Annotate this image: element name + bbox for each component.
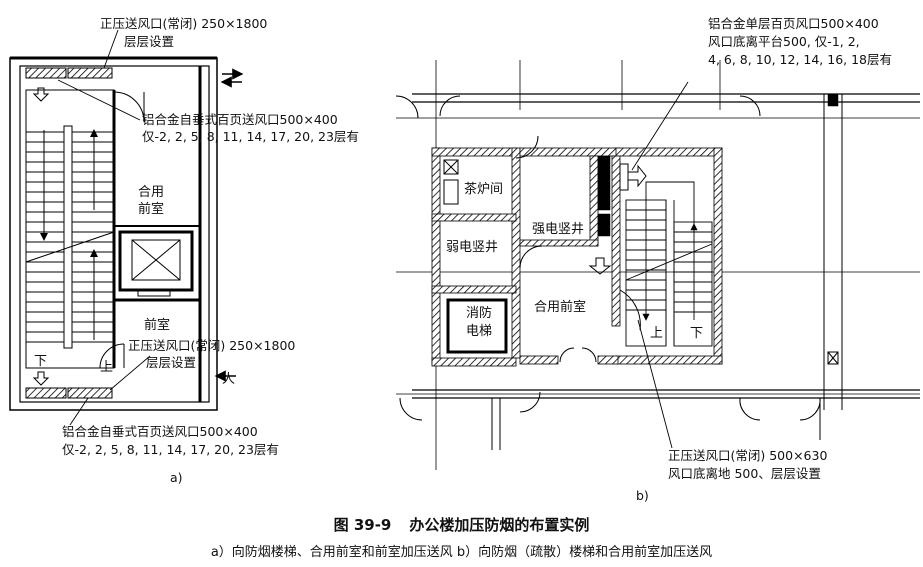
- panel-a-callout-upper-line1: 铝合金自垂式百页送风口500×400: [142, 112, 338, 127]
- panel-b-room-fire-elevator-line1: 消防: [466, 306, 493, 321]
- figure-subtitle: a）向防烟楼梯、合用前室和前室加压送风 b）向防烟（疏散）楼梯和合用前室加压送风: [210, 545, 713, 560]
- panel-b-room-fire-elevator-line2: 电梯: [466, 324, 493, 339]
- louvre-vent-top-left: [25, 67, 67, 79]
- fire-elevator-car: [446, 298, 508, 354]
- panel-b-callout-bottom-line2: 风口底离地 500、层层设置: [668, 466, 821, 481]
- panel-b-room-weak-shaft: 弱电竖井: [446, 240, 499, 255]
- figure-title: 图 39-9 办公楼加压防烟的布置实例: [0, 514, 923, 535]
- figure-number: 图 39-9: [333, 516, 392, 534]
- panel-a-callout-top-line2: 层层设置: [124, 34, 175, 49]
- figure-title-text: 办公楼加压防烟的布置实例: [409, 516, 590, 534]
- panel-b-plan: [395, 60, 920, 470]
- panel-a-room-shared-line1: 合用: [138, 185, 165, 200]
- louvre-vent-bottom-left: [25, 387, 67, 399]
- grid-axes: [396, 60, 920, 470]
- panel-a-plan: [9, 29, 244, 426]
- panel-a-callout-mid-line1: 正压送风口(常闭) 250×1800: [128, 338, 296, 353]
- panel-a-stair-down: 下: [34, 354, 48, 369]
- panel-b-stair-up: 上: [650, 326, 664, 341]
- panel-b-room-strong-shaft: 强电竖井: [532, 222, 585, 237]
- panel-b-room-shared: 合用前室: [534, 300, 587, 315]
- elevator-shaft: [118, 230, 194, 292]
- panel-a-room-anteroom: 前室: [144, 318, 171, 333]
- panel-b-callout-bottom-line1: 正压送风口(常闭) 500×630: [668, 448, 828, 463]
- panel-a-arrow-person: 人: [222, 372, 236, 387]
- panel-a-callout-bottom-line2: 仅-2, 2, 5, 8, 11, 14, 17, 20, 23层有: [62, 442, 279, 457]
- panel-a-callout-upper-line2: 仅-2, 2, 5, 8, 11, 14, 17, 20, 23层有: [142, 129, 359, 144]
- core-walls: [431, 147, 723, 367]
- panel-b-stair: [625, 181, 713, 347]
- panel-b-label: b): [636, 488, 649, 503]
- panel-b-callout-top-line2: 风口底离平台500, 仅-1, 2,: [708, 34, 860, 49]
- louvre-vent-top-right: [67, 67, 113, 79]
- panel-a-room-shared-line2: 前室: [138, 202, 165, 217]
- stair-treads-right: [72, 131, 114, 343]
- panel-a-callout-mid-line2: 层层设置: [146, 355, 197, 370]
- panel-b-callout-top-line1: 铝合金单层百页风口500×400: [708, 16, 879, 31]
- panel-b-room-tea: 茶炉间: [464, 182, 504, 197]
- panel-a-stair-up: 上: [100, 360, 114, 375]
- panel-a-callout-bottom-line1: 铝合金自垂式百页送风口500×400: [62, 424, 258, 439]
- stair-treads-left: [26, 131, 64, 343]
- panel-b-stair-down: 下: [690, 326, 704, 341]
- panel-a-callout-top-line1: 正压送风口(常闭) 250×1800: [100, 16, 268, 31]
- panel-b-callout-top-line3: 4, 6, 8, 10, 12, 14, 16, 18层有: [708, 52, 893, 67]
- louvre-vent-bottom-right: [67, 387, 113, 399]
- panel-a-label: a): [170, 470, 183, 485]
